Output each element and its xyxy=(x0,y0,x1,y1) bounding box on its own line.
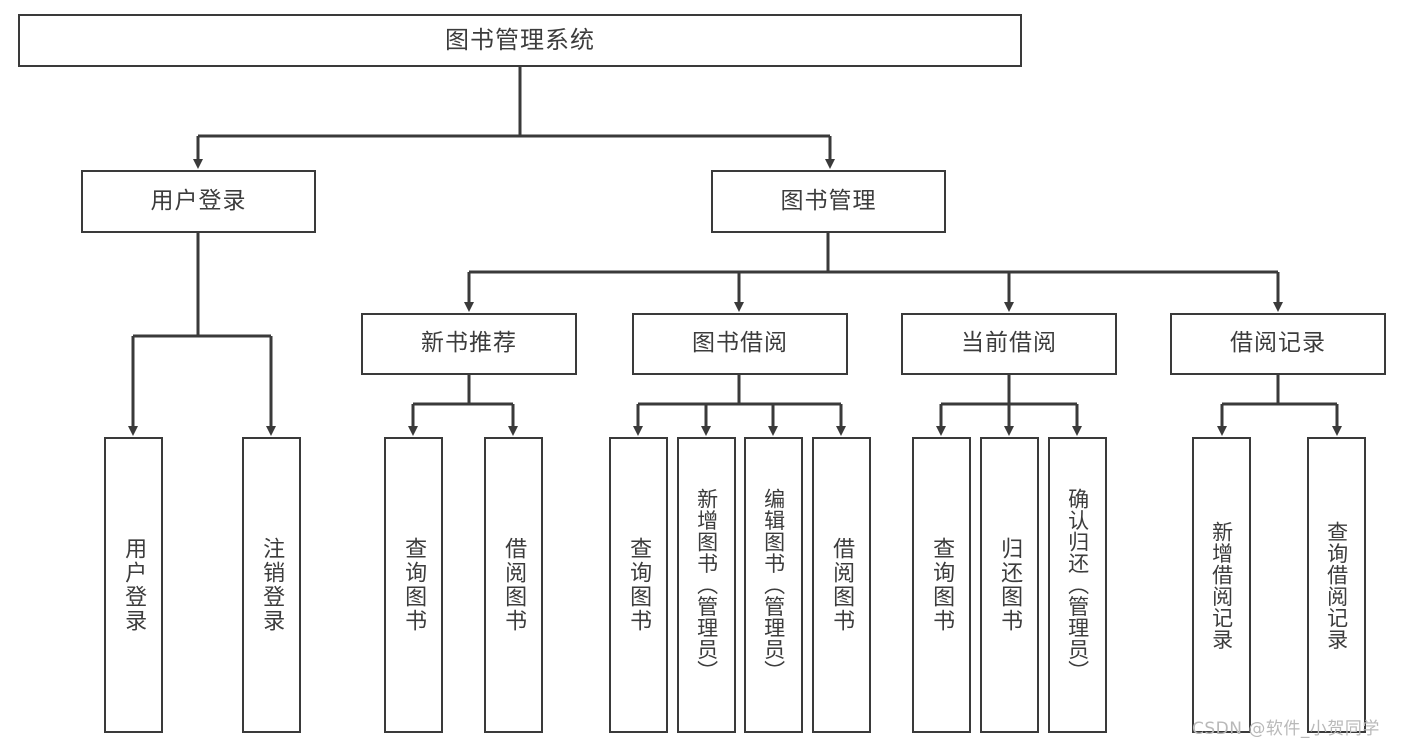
node-book-manage[interactable]: 图书管理 xyxy=(711,170,946,233)
node-borrow-record[interactable]: 借阅记录 xyxy=(1170,313,1386,375)
leaf-borrow-book[interactable]: 借阅图书 xyxy=(812,437,871,733)
leaf-query-book-borrow[interactable]: 查询图书 xyxy=(609,437,668,733)
node-book-borrow[interactable]: 图书借阅 xyxy=(632,313,848,375)
leaf-query-borrow-record[interactable]: 查询借阅记录 xyxy=(1307,437,1366,733)
leaf-borrow-book-recommend[interactable]: 借阅图书 xyxy=(484,437,543,733)
leaf-query-book-current[interactable]: 查询图书 xyxy=(912,437,971,733)
leaf-add-borrow-record[interactable]: 新增借阅记录 xyxy=(1192,437,1251,733)
node-current-borrow[interactable]: 当前借阅 xyxy=(901,313,1117,375)
leaf-confirm-return-admin[interactable]: 确认归还（管理员） xyxy=(1048,437,1107,733)
leaf-return-book[interactable]: 归还图书 xyxy=(980,437,1039,733)
node-root[interactable]: 图书管理系统 xyxy=(18,14,1022,67)
leaf-user-login[interactable]: 用户登录 xyxy=(104,437,163,733)
leaf-query-book-recommend[interactable]: 查询图书 xyxy=(384,437,443,733)
node-new-book-recommend[interactable]: 新书推荐 xyxy=(361,313,577,375)
leaf-edit-book-admin[interactable]: 编辑图书（管理员） xyxy=(744,437,803,733)
csdn-watermark: CSDN @软件_小贺同学 xyxy=(1192,719,1380,739)
leaf-logout-login[interactable]: 注销登录 xyxy=(242,437,301,733)
leaf-add-book-admin[interactable]: 新增图书（管理员） xyxy=(677,437,736,733)
node-user-login[interactable]: 用户登录 xyxy=(81,170,316,233)
